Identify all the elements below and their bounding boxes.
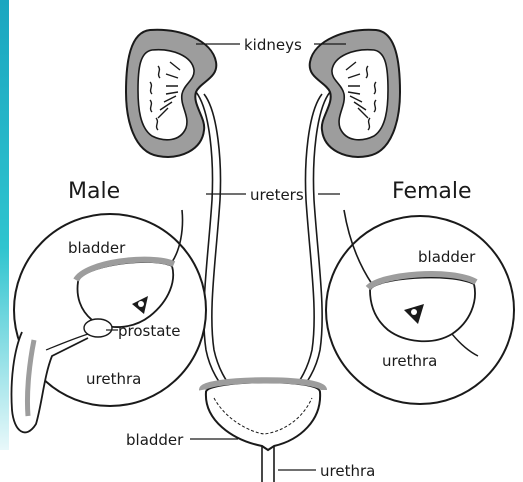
central-bladder: [202, 380, 324, 482]
prostate-label: prostate: [118, 322, 181, 340]
kidneys-label: kidneys: [244, 36, 302, 54]
female-bladder-label: bladder: [418, 248, 476, 266]
female-urethra-label: urethra: [382, 352, 437, 370]
male-urethra-label: urethra: [86, 370, 141, 388]
ureters-label: ureters: [250, 186, 304, 204]
male-title: Male: [68, 179, 120, 204]
ureters: [196, 92, 330, 392]
left-kidney: [126, 30, 216, 157]
male-bladder-label: bladder: [68, 239, 126, 257]
urethra-label: urethra: [320, 462, 375, 480]
female-inset: [326, 210, 514, 404]
right-kidney: [310, 30, 400, 157]
bladder-label: bladder: [126, 431, 184, 449]
female-title: Female: [392, 179, 472, 204]
